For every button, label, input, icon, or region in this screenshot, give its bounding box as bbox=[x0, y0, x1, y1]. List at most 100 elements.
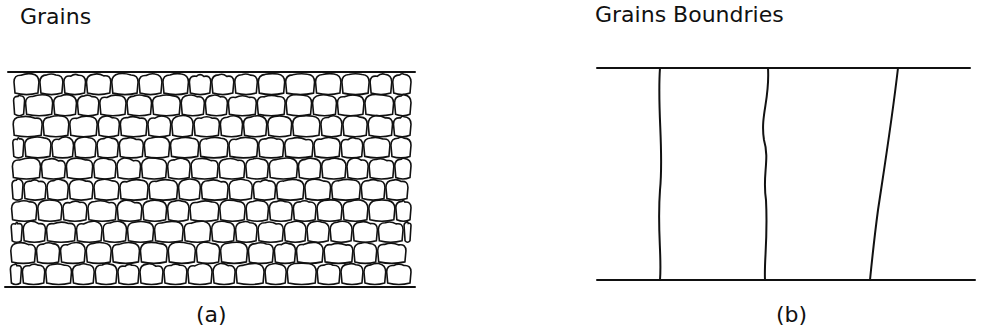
grain-cell bbox=[265, 263, 286, 284]
grain-cell bbox=[64, 74, 86, 94]
grain-cell bbox=[364, 263, 386, 284]
grain-cell bbox=[258, 222, 283, 242]
grain-cell bbox=[293, 116, 320, 137]
grain-cell bbox=[395, 158, 411, 179]
grain-cell bbox=[246, 158, 268, 179]
grain-cell bbox=[24, 180, 46, 200]
grain-cell bbox=[244, 116, 267, 137]
grain-cell bbox=[181, 95, 204, 116]
grain-cell bbox=[228, 96, 256, 116]
grain-cell bbox=[229, 137, 258, 157]
grain-cell bbox=[220, 116, 242, 137]
grain-cell bbox=[341, 264, 363, 285]
grain-cell bbox=[364, 137, 390, 158]
grain-cell bbox=[347, 158, 368, 179]
grain-cell bbox=[396, 201, 411, 222]
grain-cell bbox=[343, 200, 368, 221]
grain-cell bbox=[26, 95, 53, 116]
grain-cell bbox=[236, 221, 257, 242]
grain-cell bbox=[54, 95, 77, 116]
grain-cell bbox=[341, 138, 363, 158]
grain-cell bbox=[221, 242, 248, 263]
grain-cell bbox=[219, 158, 245, 179]
grain-cell bbox=[212, 74, 234, 94]
grain-cell bbox=[12, 201, 37, 222]
grain-boundary-line bbox=[763, 68, 768, 280]
grain-cell bbox=[12, 158, 40, 179]
grain-cell bbox=[194, 117, 219, 137]
grain-cell bbox=[128, 221, 154, 242]
grain-cell bbox=[119, 138, 143, 158]
grain-cell bbox=[394, 116, 411, 137]
grain-cell bbox=[393, 74, 411, 95]
grain-cell bbox=[184, 221, 210, 242]
grain-cell bbox=[391, 137, 411, 158]
bottom-surface-line bbox=[597, 279, 975, 281]
grain-cell bbox=[246, 200, 268, 221]
grain-cell bbox=[25, 137, 51, 158]
grain-cell bbox=[365, 94, 394, 115]
grain-cell bbox=[285, 138, 313, 158]
grain-cell bbox=[11, 222, 22, 242]
grain-cell bbox=[229, 179, 252, 200]
grain-cell bbox=[286, 74, 315, 95]
grain-cell bbox=[22, 264, 44, 284]
grain-cell bbox=[284, 221, 306, 242]
grain-boundary-line bbox=[659, 68, 661, 280]
grain-cell bbox=[41, 159, 65, 179]
grain-cell bbox=[337, 95, 363, 116]
grain-cell bbox=[293, 201, 316, 221]
grain-cell bbox=[307, 221, 329, 242]
grain-cell bbox=[269, 158, 297, 179]
grain-cell bbox=[235, 74, 258, 95]
grain-cell bbox=[118, 264, 139, 284]
grain-cell bbox=[120, 117, 147, 137]
grain-cell bbox=[201, 180, 228, 200]
grain-cell bbox=[286, 95, 311, 116]
grain-cell bbox=[112, 74, 138, 95]
grain-cell bbox=[77, 95, 98, 116]
grain-cell bbox=[61, 242, 86, 263]
grain-cell bbox=[190, 201, 219, 221]
grain-cell bbox=[404, 222, 411, 243]
grain-cell bbox=[257, 95, 285, 115]
grain-cell bbox=[10, 264, 21, 285]
grain-cell bbox=[269, 201, 292, 222]
grain-cell bbox=[38, 200, 62, 221]
grain-cell bbox=[12, 179, 23, 200]
grain-cell bbox=[63, 201, 87, 221]
grain-cell bbox=[361, 180, 385, 201]
panel-label: (b) bbox=[776, 303, 807, 327]
grain-cell bbox=[100, 95, 126, 116]
grain-cell bbox=[353, 222, 377, 243]
grain-cell bbox=[236, 263, 264, 284]
grain-boundary-line bbox=[870, 68, 898, 280]
grain-cell bbox=[274, 243, 295, 264]
grain-cell bbox=[14, 95, 25, 116]
grain-cell bbox=[13, 116, 42, 136]
grain-cell bbox=[253, 180, 275, 200]
grain-cell bbox=[46, 264, 72, 285]
grain-cell bbox=[314, 137, 340, 157]
grain-cell bbox=[70, 116, 97, 137]
grain-cell bbox=[143, 200, 167, 221]
grain-cell bbox=[168, 158, 190, 179]
grain-cell bbox=[148, 116, 171, 137]
grain-cell bbox=[354, 243, 377, 264]
grain-cell bbox=[117, 158, 141, 179]
grain-cell bbox=[297, 242, 324, 263]
grain-cell bbox=[387, 264, 411, 284]
grain-cell bbox=[87, 74, 111, 95]
grain-cell bbox=[287, 263, 316, 284]
grain-cell bbox=[258, 74, 284, 95]
grain-cell bbox=[343, 116, 367, 137]
grain-cell bbox=[212, 221, 235, 242]
figure-label: Grains bbox=[20, 5, 91, 29]
grain-cell bbox=[86, 243, 111, 264]
grain-cell bbox=[317, 200, 342, 221]
grain-cell bbox=[97, 137, 118, 158]
grain-cell bbox=[103, 221, 126, 242]
grain-cell bbox=[205, 95, 227, 116]
grain-cell bbox=[189, 75, 210, 95]
